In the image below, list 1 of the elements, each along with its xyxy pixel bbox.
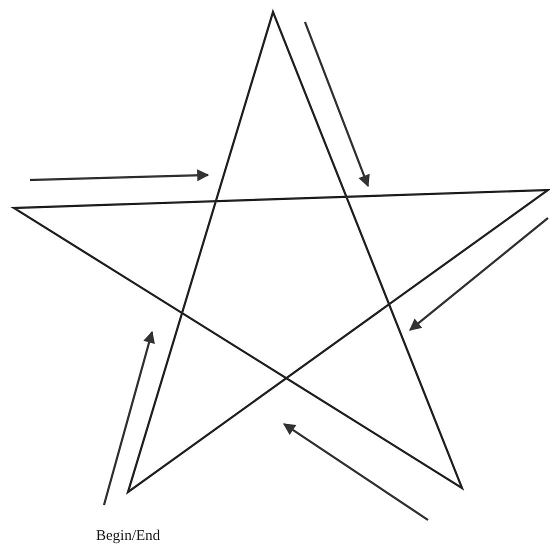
start-label: Begin/End	[96, 528, 160, 545]
